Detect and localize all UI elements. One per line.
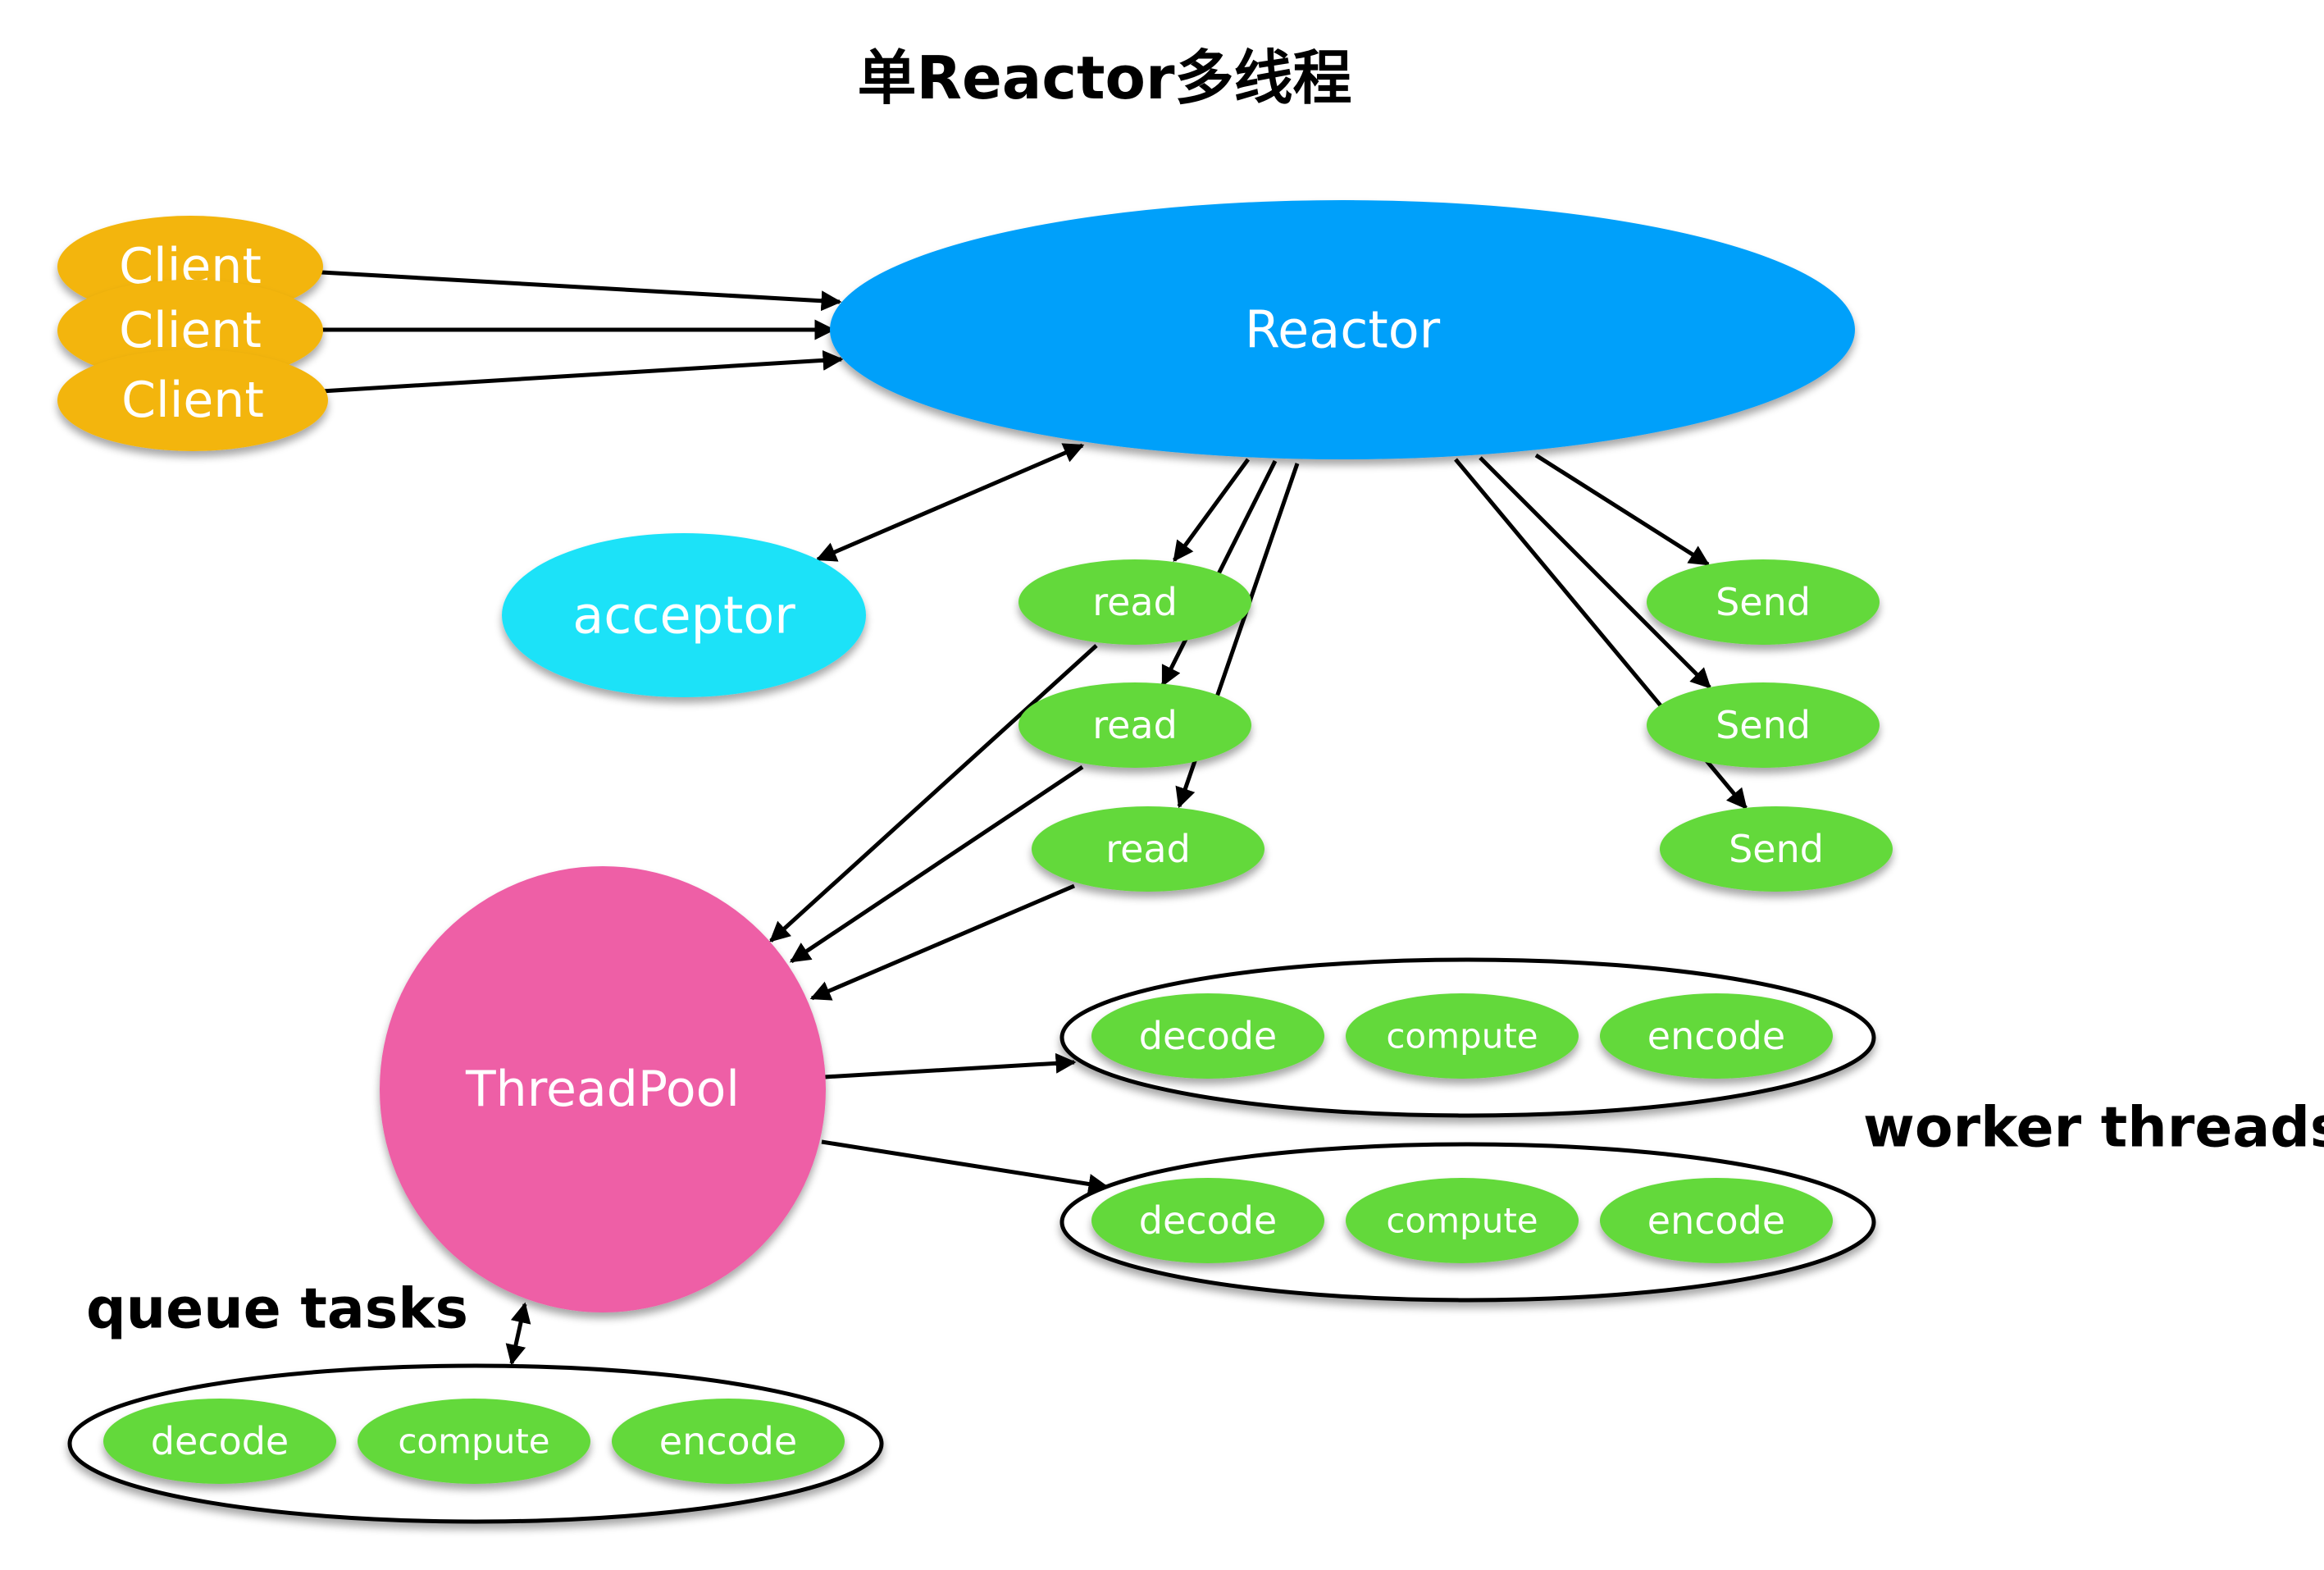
compute-task-label: compute [1386, 1201, 1538, 1241]
read-node[interactable]: read [1018, 559, 1251, 645]
read-node[interactable]: read [1018, 682, 1251, 768]
compute-task-label: compute [398, 1422, 549, 1462]
send-node[interactable]: Send [1660, 806, 1893, 892]
edge-reactor-acceptor [815, 443, 1085, 562]
reactor-node[interactable]: Reactor [830, 200, 1855, 459]
threadpool-node-shape [380, 866, 826, 1312]
edge-reactor-send1 [1534, 453, 1711, 567]
decode-task-label: decode [1139, 1014, 1277, 1058]
edge-reactor-send2 [1479, 456, 1711, 689]
encode-task[interactable]: encode [1600, 993, 1833, 1079]
edge-read2-threadpool [789, 764, 1084, 964]
reactor-node-shape [830, 200, 1855, 459]
decode-task-label: decode [151, 1419, 289, 1463]
compute-task[interactable]: compute [1346, 993, 1579, 1079]
client-node[interactable]: Client [57, 349, 328, 451]
compute-task[interactable]: compute [358, 1399, 590, 1484]
edge-read3-threadpool [809, 883, 1075, 1001]
compute-task-label: compute [1386, 1016, 1538, 1057]
diagram-title: 单Reactor多线程 [858, 43, 1352, 112]
encode-task-shape [1600, 1178, 1833, 1263]
send-node[interactable]: Send [1647, 682, 1880, 768]
client-node-label: Client [121, 372, 264, 429]
acceptor-node[interactable]: acceptor [502, 533, 866, 697]
decode-task[interactable]: decode [1091, 993, 1324, 1079]
send-node-shape [1647, 559, 1880, 645]
send-node-label: Send [1716, 703, 1811, 747]
reactor-node-label: Reactor [1245, 300, 1441, 360]
edge-client1-reactor [321, 270, 842, 312]
edge-threadpool-worker1 [823, 1052, 1077, 1079]
decode-task-label: decode [1139, 1198, 1277, 1243]
send-node-label: Send [1729, 827, 1824, 871]
decode-task-shape [1091, 993, 1324, 1079]
decode-task[interactable]: decode [1091, 1178, 1324, 1263]
read-node-shape [1018, 682, 1251, 768]
acceptor-node-shape [502, 533, 866, 697]
client-node-shape [57, 349, 328, 451]
send-node[interactable]: Send [1647, 559, 1880, 645]
read-node-label: read [1092, 703, 1178, 747]
read-node-shape [1018, 559, 1251, 645]
decode-task[interactable]: decode [103, 1399, 336, 1484]
encode-task-label: encode [1647, 1198, 1785, 1243]
encode-task-shape [612, 1399, 845, 1484]
worker-group-2: decode compute encode [1091, 1178, 1833, 1263]
edge-reactor-read1 [1172, 458, 1251, 563]
read-node[interactable]: read [1032, 806, 1265, 892]
decode-task-shape [1091, 1178, 1324, 1263]
encode-task-label: encode [659, 1419, 797, 1463]
acceptor-node-label: acceptor [572, 586, 795, 646]
threadpool-node[interactable]: ThreadPool [380, 866, 826, 1312]
encode-task-shape [1600, 993, 1833, 1079]
worker-group-1: decode compute encode [1091, 993, 1833, 1079]
queue-group: decode compute encode [103, 1399, 845, 1484]
send-node-label: Send [1716, 580, 1811, 624]
send-node-shape [1647, 682, 1880, 768]
edge-read1-threadpool [769, 644, 1098, 942]
compute-task[interactable]: compute [1346, 1178, 1579, 1263]
compute-task-shape [1346, 1178, 1579, 1263]
compute-task-shape [1346, 993, 1579, 1079]
encode-task[interactable]: encode [612, 1399, 845, 1484]
encode-task[interactable]: encode [1600, 1178, 1833, 1263]
edge-client3-reactor [321, 349, 844, 394]
compute-task-shape [358, 1399, 590, 1484]
queue-tasks-label: queue tasks [86, 1277, 468, 1342]
threadpool-node-label: ThreadPool [465, 1061, 740, 1118]
encode-task-label: encode [1647, 1014, 1785, 1058]
decode-task-shape [103, 1399, 336, 1484]
read-node-shape [1032, 806, 1265, 892]
read-node-label: read [1105, 827, 1191, 871]
read-node-label: read [1092, 580, 1178, 624]
worker-threads-label: worker threads [1863, 1096, 2324, 1161]
edge-threadpool-worker2 [821, 1139, 1110, 1194]
send-node-shape [1660, 806, 1893, 892]
edge-threadpool-queue [505, 1302, 531, 1366]
